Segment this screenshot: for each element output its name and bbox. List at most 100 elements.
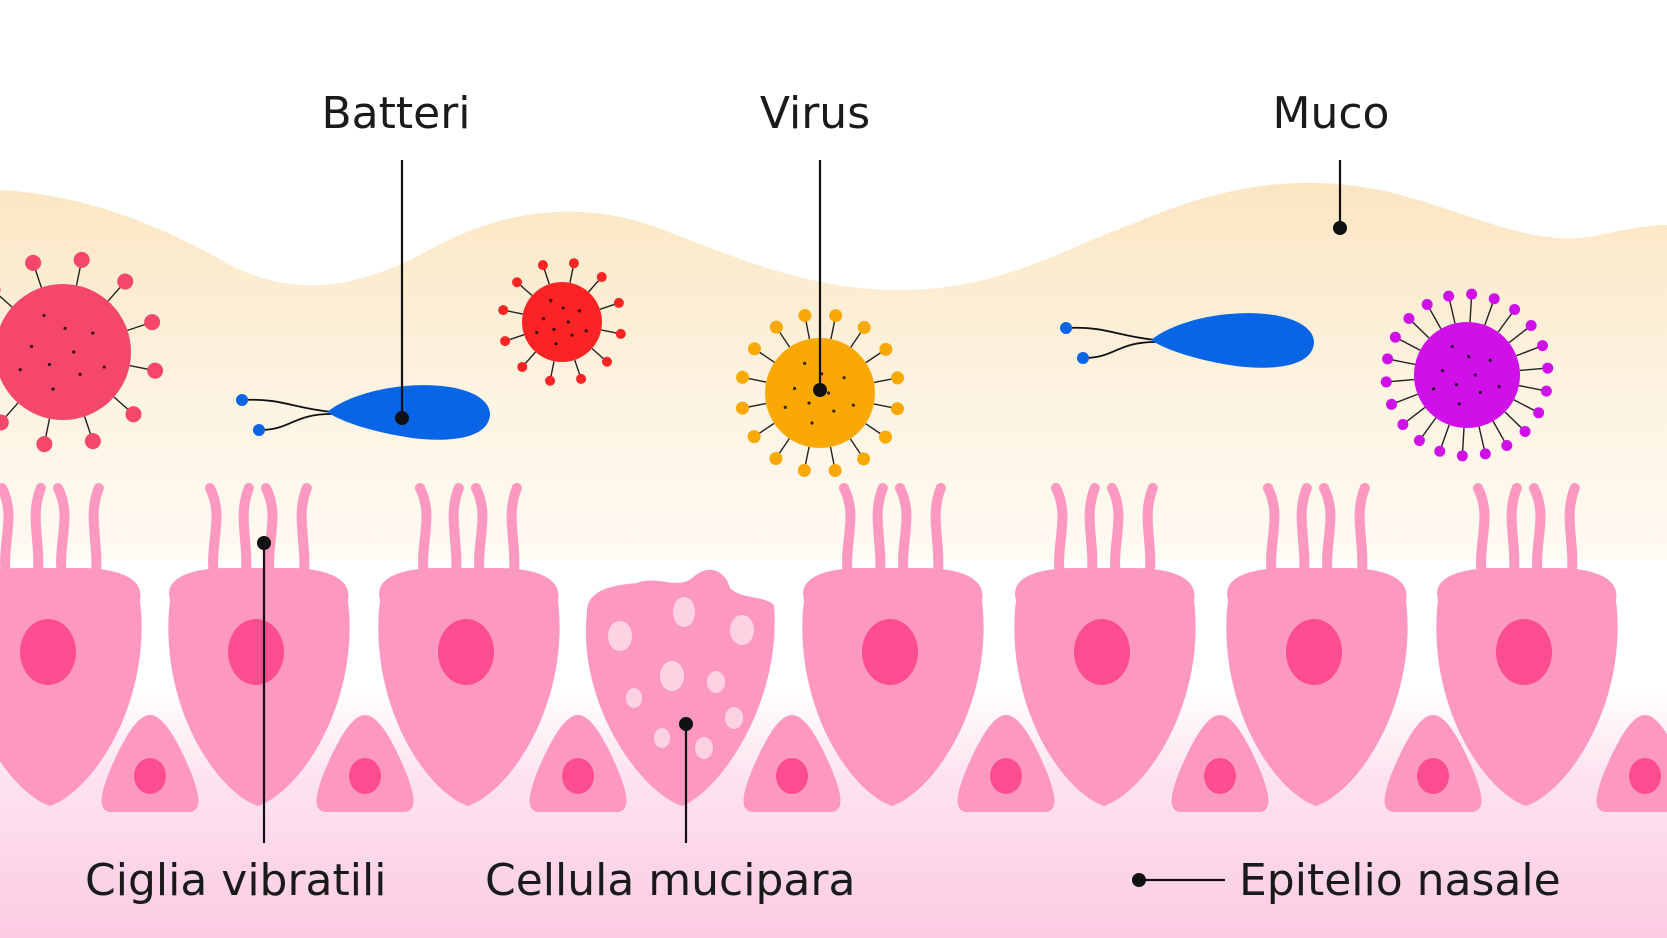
virus-spike-knob: [857, 320, 871, 334]
cilium: [261, 483, 278, 587]
label-epithelium: Epitelio nasale: [1239, 855, 1561, 906]
basal-cell-nucleus: [349, 758, 381, 794]
virus-spike-knob: [615, 328, 626, 339]
virus-dot: [51, 387, 55, 391]
virus-dot: [1497, 385, 1501, 389]
basal-cell-nucleus: [1629, 758, 1661, 794]
virus-spike-knob: [500, 336, 511, 347]
virus-spike-knob: [857, 452, 871, 466]
virus-spike-knob: [1403, 313, 1415, 325]
flagellum-tip: [253, 424, 265, 436]
cilium: [0, 483, 14, 587]
virus-spike-knob: [545, 375, 556, 386]
virus-dot: [1467, 354, 1471, 359]
cilium: [1506, 483, 1522, 587]
virus-dot: [584, 329, 588, 333]
virus-spike-knob: [1443, 290, 1455, 302]
mucus-granule: [673, 597, 695, 627]
virus-leader-dot: [813, 383, 827, 397]
virus-spike-knob: [73, 251, 90, 268]
virus-spike-knob: [879, 342, 893, 356]
cilium: [53, 483, 70, 587]
virus-dot: [91, 331, 95, 335]
virus-spike-knob: [891, 371, 905, 385]
virus-dot: [63, 326, 67, 330]
virus-dot: [29, 344, 34, 349]
nasal-epithelium: [0, 483, 1667, 812]
virus-dot: [72, 350, 76, 354]
virus-spike-knob: [36, 436, 53, 453]
cilium: [1564, 483, 1580, 587]
virus-spike-knob: [144, 314, 161, 331]
label-virus: Virus: [760, 88, 870, 139]
virus-dot: [1488, 358, 1492, 362]
virus-spike-knob: [1536, 340, 1548, 352]
virus-spike-knob: [1540, 385, 1552, 397]
virus-spike-knob: [829, 309, 843, 323]
ciliated-cell: [378, 568, 560, 806]
virus-spike-knob: [147, 362, 164, 379]
bacterium-flagellum: [1065, 326, 1157, 341]
ciliated-cell: [1014, 568, 1196, 806]
basal-cell-nucleus: [134, 758, 166, 794]
virus-spike-knob: [498, 305, 509, 316]
mucus-granule: [654, 728, 670, 748]
pathogens: [0, 251, 1554, 478]
ciliated-cell: [802, 568, 984, 806]
virus-dot: [577, 309, 582, 313]
goblet-cell: [585, 569, 775, 806]
virus-dot: [102, 365, 106, 369]
virus-spike-knob: [1380, 376, 1392, 388]
virus-dot: [1478, 390, 1482, 395]
virus-dot: [1457, 402, 1461, 406]
ciliated-cell-nucleus: [20, 619, 76, 685]
virus-dot: [541, 317, 546, 321]
ciliated-cell-nucleus: [1074, 619, 1130, 685]
cilium: [30, 483, 46, 587]
cilium: [1051, 483, 1068, 587]
virus-spike-knob: [747, 342, 761, 356]
mucus-leader-dot: [1333, 221, 1347, 235]
virus-dot: [552, 327, 556, 331]
mucus-granule: [707, 671, 725, 693]
leader-lines: [257, 160, 1347, 887]
cilium: [415, 483, 432, 587]
cilium: [88, 483, 104, 587]
cilium: [1142, 483, 1158, 587]
virus-spike-knob: [0, 414, 9, 431]
virus-spike: [0, 295, 13, 308]
virus-spike-knob: [613, 297, 624, 308]
virus-dot: [810, 421, 814, 425]
virus-dot: [807, 401, 811, 405]
virus-dot: [78, 372, 82, 376]
mucus-granule: [608, 621, 632, 651]
virus-spike-knob: [828, 464, 842, 478]
bacterium-body: [1151, 313, 1314, 368]
virus-spike-knob: [512, 277, 523, 288]
label-bacteria: Batteri: [321, 88, 470, 139]
virus-dot: [554, 342, 558, 346]
ciliated-cell-nucleus: [1286, 619, 1342, 685]
flagellum-tip: [1077, 352, 1089, 364]
virus-dot: [42, 313, 46, 318]
virus-dot: [1473, 373, 1477, 377]
virus-dot: [1440, 369, 1445, 373]
virus-spike-knob: [537, 260, 548, 271]
ciliated-cell-nucleus: [862, 619, 918, 685]
bacterium-body: [327, 385, 490, 440]
virus-spike-knob: [1466, 288, 1478, 300]
virus-spike-knob: [1382, 353, 1394, 365]
basal-cell-nucleus: [776, 758, 808, 794]
virus-spike-knob: [568, 258, 579, 269]
mucus-granule: [695, 737, 713, 759]
virus-dot: [842, 376, 846, 380]
mucus-granule: [725, 707, 743, 729]
virus-spike-knob: [1488, 293, 1500, 305]
virus-spike-knob: [1389, 331, 1401, 343]
cilium: [1107, 483, 1124, 587]
virus-spike-knob: [601, 356, 612, 367]
bacterium-flagellum: [241, 398, 333, 413]
cilium: [238, 483, 254, 587]
label-cilia: Ciglia vibratili: [85, 855, 386, 906]
